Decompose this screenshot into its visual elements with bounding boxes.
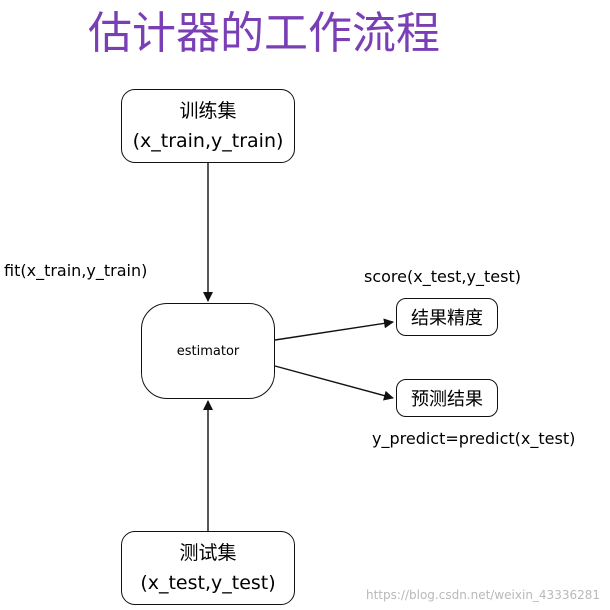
node-training-set-name: 训练集 xyxy=(179,100,237,122)
node-test-set: 测试集 (x_test,y_test) xyxy=(121,531,295,605)
node-predict-result-name: 预测结果 xyxy=(411,389,483,410)
watermark: https://blog.csdn.net/weixin_43336281 xyxy=(365,588,600,602)
node-test-set-name: 测试集 xyxy=(179,542,237,564)
edge-label-score: score(x_test,y_test) xyxy=(364,267,521,286)
edge-estimator-to-predict xyxy=(274,365,394,401)
edge-estimator-to-score xyxy=(274,318,394,341)
diagram-title: 估计器的工作流程 xyxy=(88,8,440,59)
node-training-set-params: (x_train,y_train) xyxy=(132,130,284,152)
node-score-result-name: 结果精度 xyxy=(411,308,483,329)
node-estimator: estimator xyxy=(141,303,275,399)
node-training-set: 训练集 (x_train,y_train) xyxy=(121,89,295,163)
node-predict-result: 预测结果 xyxy=(396,379,498,417)
node-test-set-params: (x_test,y_test) xyxy=(140,572,276,594)
edge-label-fit: fit(x_train,y_train) xyxy=(4,261,148,280)
node-estimator-name: estimator xyxy=(176,343,240,359)
node-score-result: 结果精度 xyxy=(396,298,498,336)
edge-label-predict: y_predict=predict(x_test) xyxy=(372,429,576,448)
